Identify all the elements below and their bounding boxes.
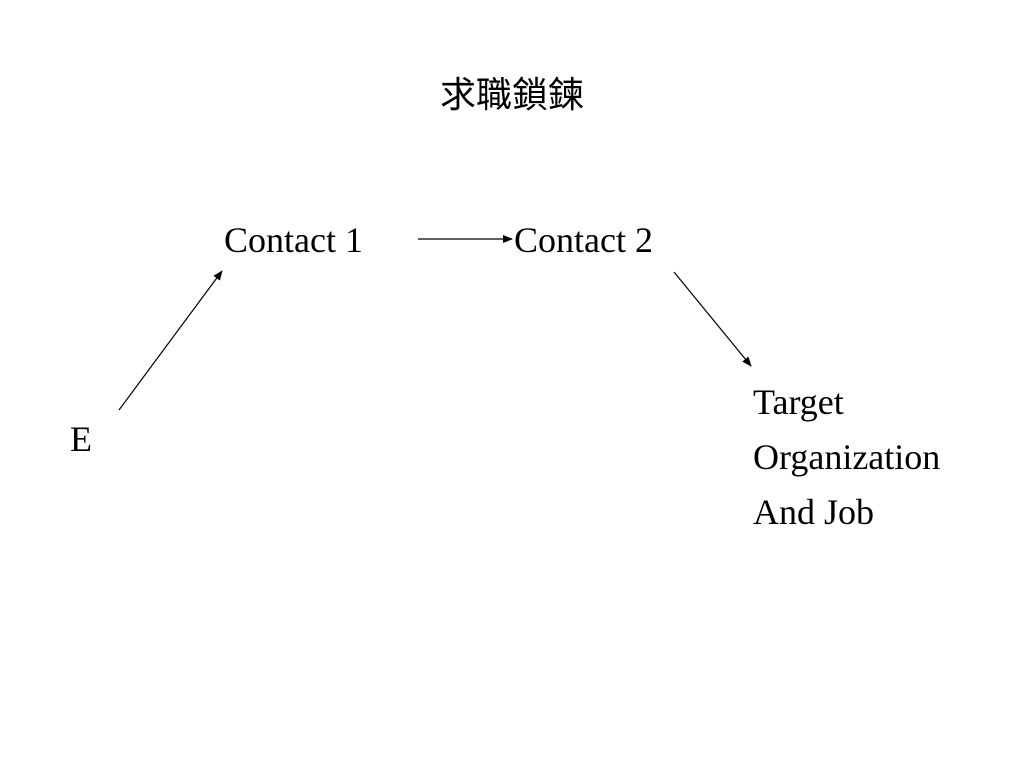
node-contact-2: Contact 2 [514, 220, 653, 260]
node-target-line-2: Organization [753, 437, 941, 477]
node-contact-1: Contact 1 [224, 220, 363, 260]
node-target-line-1: Target [753, 382, 844, 422]
node-target-organization-and-job: Target Organization And Job [753, 375, 940, 540]
node-e: E [70, 419, 92, 459]
arrow-contact-2-to-target [673, 271, 752, 367]
arrow-e-to-contact-1 [118, 270, 223, 411]
slide-title: 求職鎖鍊 [439, 75, 584, 116]
node-target-line-3: And Job [753, 492, 875, 532]
